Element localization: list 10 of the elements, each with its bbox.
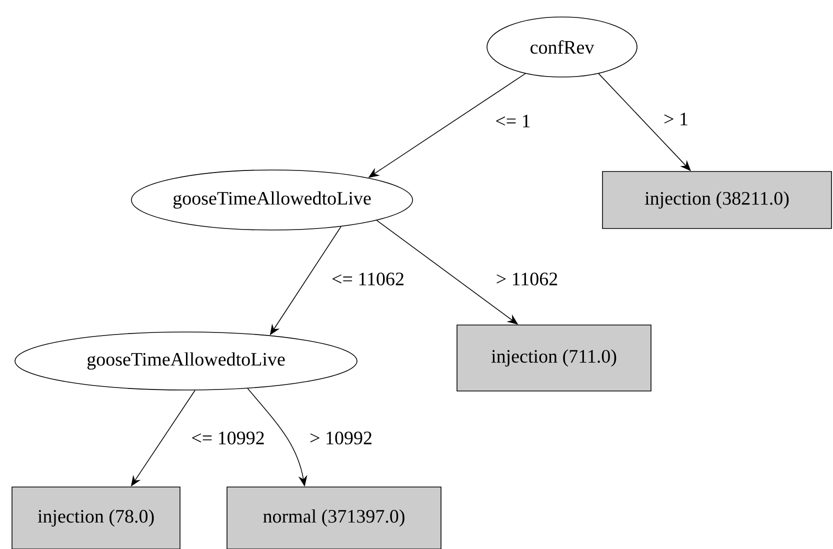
edge-label: <= 10992 [190, 430, 266, 446]
edge-label: <= 11062 [330, 272, 406, 286]
edge-label: <= 1 [494, 114, 532, 128]
edge-label: > 10992 [308, 430, 374, 446]
edge-label: > 11062 [494, 272, 560, 286]
leaf-box: injection (38211.0) [602, 171, 832, 229]
edge-label: > 1 [662, 112, 690, 126]
leaf-box: injection (711.0) [456, 324, 652, 392]
leaf-box: injection (78.0) [12, 486, 180, 549]
leaf-box: normal (371397.0) [226, 486, 442, 549]
